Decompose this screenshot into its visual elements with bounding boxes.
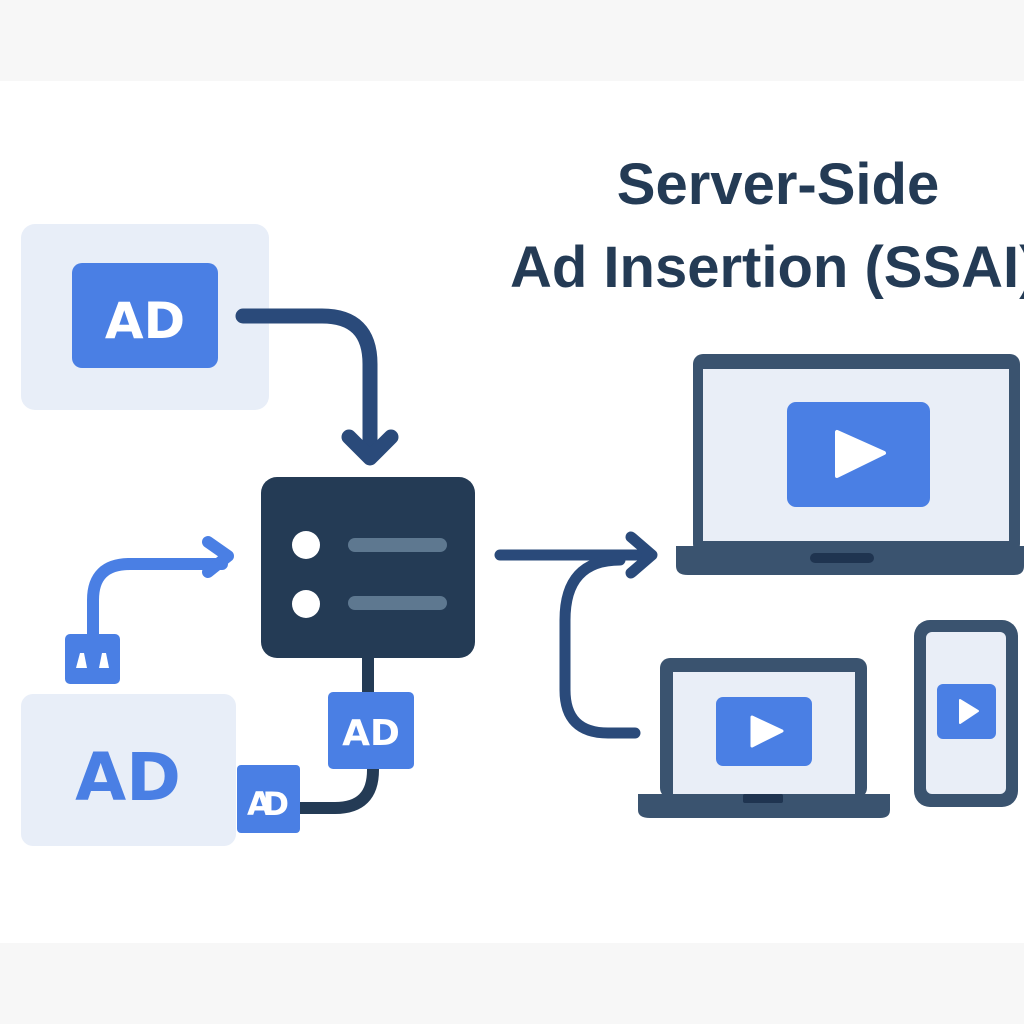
trackpad xyxy=(743,794,783,803)
play-icon xyxy=(959,699,979,724)
arrow-server-to-devices xyxy=(494,531,658,739)
play-icon xyxy=(750,715,784,748)
ssai-diagram: Server-Side Ad Insertion (SSAI) AD xyxy=(21,152,1024,846)
server-led-1 xyxy=(292,531,320,559)
phone xyxy=(914,620,1018,807)
play-icon xyxy=(835,430,886,478)
arrow-down-icon xyxy=(341,429,399,466)
plug-connector xyxy=(65,536,234,684)
laptop-large xyxy=(676,354,1024,575)
arrow-right-icon xyxy=(625,531,658,579)
ad-chip-large: AD xyxy=(328,692,414,769)
ad-source-top: AD xyxy=(21,224,269,410)
plug-icon xyxy=(65,634,120,684)
arrow-ad-to-server xyxy=(235,308,399,466)
ad-cable xyxy=(296,748,379,814)
title-line-1: Server-Side xyxy=(617,152,939,217)
ad-source-bottom-label: AD xyxy=(75,739,181,816)
diagram-canvas: Server-Side Ad Insertion (SSAI) AD xyxy=(0,81,1024,943)
ad-badge-icon xyxy=(72,263,218,368)
arrow-right-icon xyxy=(202,536,234,578)
trackpad xyxy=(810,553,874,563)
server-bar-2 xyxy=(348,596,447,610)
server xyxy=(261,477,475,700)
server-icon xyxy=(261,477,475,658)
server-led-2 xyxy=(292,590,320,618)
ad-badge-label: AD xyxy=(105,292,185,350)
server-bar-1 xyxy=(348,538,447,552)
ad-chip-large-label: AD xyxy=(342,713,400,754)
laptop-small xyxy=(638,658,890,818)
laptop-small-base xyxy=(638,794,890,818)
ad-chip-small-label: AD xyxy=(247,785,289,823)
title-line-2: Ad Insertion (SSAI) xyxy=(510,235,1024,300)
ad-chip-small: AD xyxy=(237,765,300,833)
ad-source-bottom-panel xyxy=(21,694,236,846)
ad-source-bottom: AD xyxy=(21,694,236,846)
